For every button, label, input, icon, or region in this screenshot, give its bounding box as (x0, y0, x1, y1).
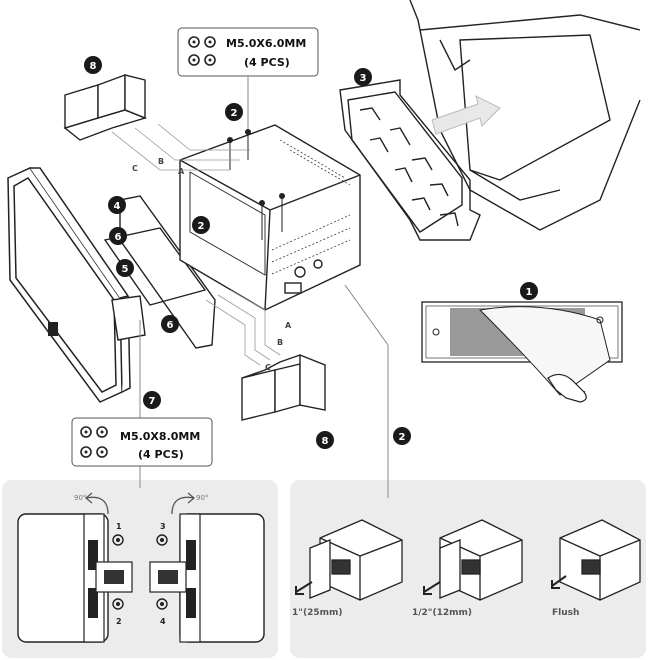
screw-callout-top: M5.0X6.0MM (4 PCS) (177, 27, 319, 130)
left-screen-back (17, 513, 133, 643)
screw-icon (188, 36, 216, 66)
step-badge-5: 5 (122, 264, 129, 275)
side-bracket-top (63, 73, 148, 141)
mount-option-1-label: 1"(25mm) (292, 608, 342, 618)
screw-qty-bottom: (4 PCS) (138, 448, 184, 461)
depth-label-b: B (158, 157, 164, 166)
step-badge-2c: 2 (399, 432, 406, 443)
screw-number-4: 4 (160, 617, 166, 626)
screw-icon (80, 426, 108, 458)
step-badge-1: 1 (526, 287, 533, 298)
screw-number-3: 3 (160, 522, 166, 531)
rotation-arrows (84, 492, 196, 515)
mount-option-2-illustration (423, 519, 523, 601)
rotation-label-left: 90° (74, 494, 86, 502)
step-badge-7: 7 (149, 396, 156, 407)
mounting-cage (339, 79, 481, 241)
hand-icon (547, 373, 587, 403)
mount-option-3-illustration (551, 519, 641, 601)
screw-number-1: 1 (116, 522, 122, 531)
step-badge-3: 3 (360, 73, 367, 84)
depth-guide-lines (111, 123, 281, 366)
knob-icon (48, 322, 58, 336)
dashboard-trim (409, 0, 641, 231)
insert-arrow (431, 95, 501, 135)
step-badge-2a: 2 (231, 108, 238, 119)
screw-spec-bottom: M5.0X8.0MM (120, 430, 200, 443)
radio-display (7, 167, 131, 403)
screw-number-2: 2 (116, 617, 122, 626)
depth-label-a2: A (285, 321, 292, 330)
chassis-screws (227, 129, 285, 240)
side-bracket-bottom (241, 353, 326, 421)
step-badge-4: 4 (114, 201, 121, 212)
mount-option-2-label: 1/2"(12mm) (412, 608, 472, 618)
mount-option-3-label: Flush (552, 608, 579, 618)
rotation-label-right: 90° (196, 494, 208, 502)
head-unit-chassis (179, 124, 361, 311)
depth-label-c: C (132, 164, 138, 173)
depth-label-c2: C (265, 363, 271, 372)
depth-label-b2: B (277, 338, 283, 347)
step-badge-8a: 8 (90, 61, 97, 72)
screen-film-panel (421, 301, 623, 396)
right-screen-back (149, 513, 265, 643)
step-badges: 8 2 3 2 4 6 5 6 1 7 8 2 (84, 56, 538, 449)
rotation-screws (112, 534, 168, 610)
step-badge-8b: 8 (322, 436, 329, 447)
step-badge-6a: 6 (115, 232, 122, 243)
mounting-bracket (103, 195, 216, 349)
screw-spec-top: M5.0X6.0MM (226, 37, 306, 50)
screw-qty-top: (4 PCS) (244, 56, 290, 69)
step-badge-2b: 2 (198, 221, 205, 232)
screw-callout-bottom: M5.0X8.0MM (4 PCS) (71, 417, 213, 467)
depth-label-a: A (178, 167, 185, 176)
step-badge-6b: 6 (167, 320, 174, 331)
mount-option-1-illustration (295, 519, 403, 601)
